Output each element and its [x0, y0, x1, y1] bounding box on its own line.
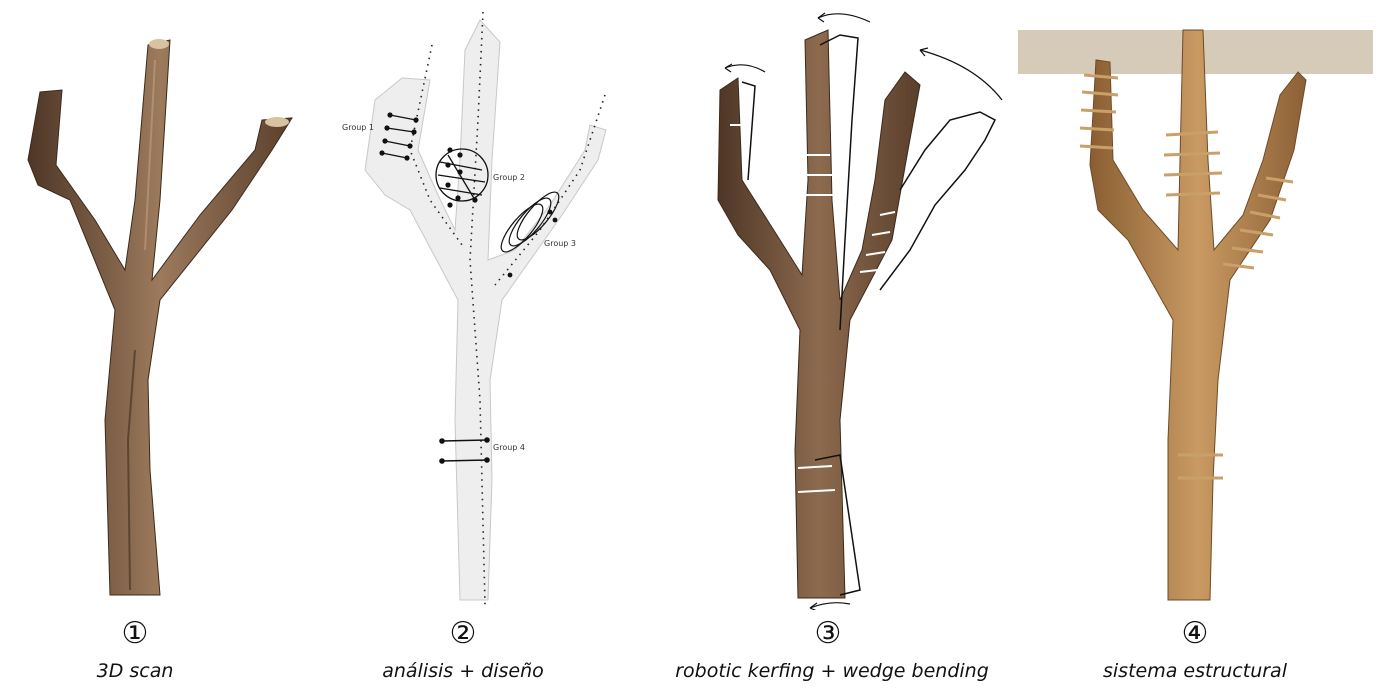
panel-structural-system: ④ sistema estructural	[1018, 0, 1383, 690]
panel-kerfing-bending: ③ robotic kerfing + wedge bending	[680, 0, 1040, 690]
panel-3d-scan: ① 3D scan	[0, 0, 330, 690]
group-3-label: Group 3	[544, 239, 576, 248]
step-number-2: ②	[443, 614, 483, 654]
branch-scan-image	[0, 0, 330, 610]
panel-analysis-design: Group 1 Group 2 Group 3	[330, 0, 620, 690]
caption-3d-scan: 3D scan	[97, 660, 174, 682]
step-number-3: ③	[808, 614, 848, 654]
branch-structural-assembly	[1018, 0, 1383, 610]
branch-analysis-diagram: Group 1 Group 2 Group 3	[330, 0, 620, 610]
group-2-label: Group 2	[493, 173, 525, 182]
caption-analysis-design: análisis + diseño	[382, 660, 544, 682]
bending-arrows	[725, 13, 1002, 610]
caption-structural-system: sistema estructural	[1103, 660, 1287, 682]
step-number-1: ①	[115, 614, 155, 654]
branch-kerfing-diagram	[680, 0, 1040, 610]
group-4-label: Group 4	[493, 443, 525, 452]
caption-kerfing-bending: robotic kerfing + wedge bending	[675, 660, 989, 682]
step-number-4: ④	[1175, 614, 1215, 654]
group-1-label: Group 1	[342, 123, 374, 132]
